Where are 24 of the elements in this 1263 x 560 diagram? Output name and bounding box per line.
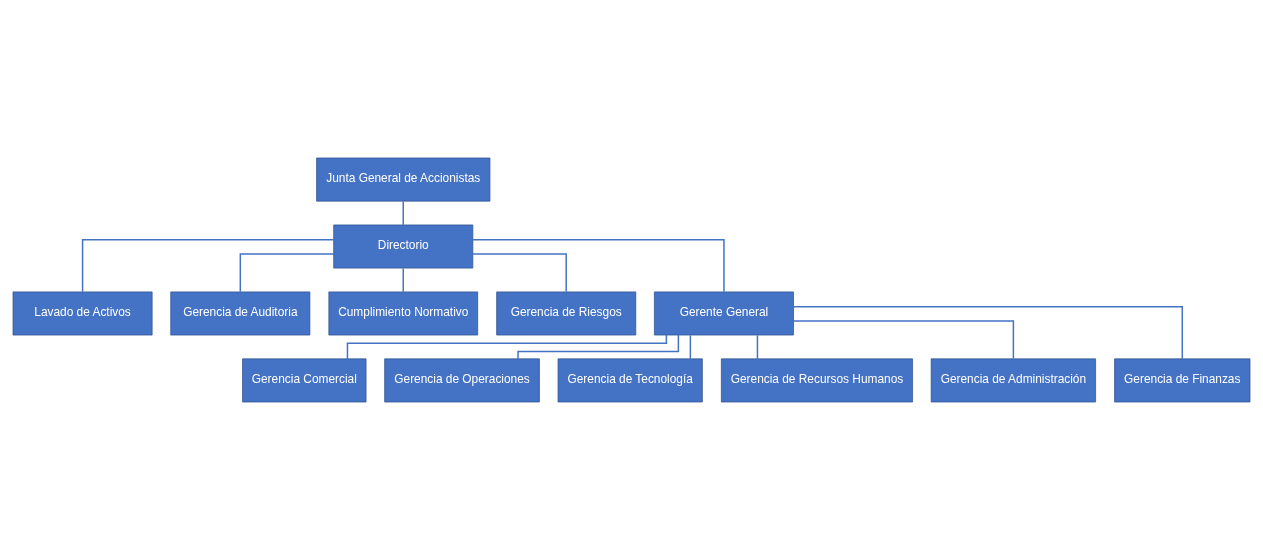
connector xyxy=(689,334,692,360)
connector xyxy=(402,200,404,226)
connector xyxy=(792,306,1184,360)
node-box: Directorio xyxy=(333,224,474,269)
node-box: Gerencia de Tecnología xyxy=(557,358,703,403)
node-box: Gerencia de Administración xyxy=(930,358,1096,403)
node-box: Gerencia de Recursos Humanos xyxy=(720,358,913,403)
node-box: Junta General de Accionistas xyxy=(316,157,491,202)
node-box: Gerente General xyxy=(654,291,794,336)
node-box: Gerencia de Riesgos xyxy=(496,291,637,336)
node-box: Gerencia de Auditoria xyxy=(170,291,311,336)
connector xyxy=(472,239,725,293)
connector xyxy=(756,334,759,360)
node-box: Gerencia de Finanzas xyxy=(1114,358,1251,403)
connector xyxy=(517,334,680,360)
connector xyxy=(81,239,335,293)
node-box: Gerencia de Operaciones xyxy=(384,358,540,403)
node-box: Cumplimiento Normativo xyxy=(328,291,479,336)
connector xyxy=(239,253,335,293)
connector xyxy=(792,320,1015,360)
connector xyxy=(402,267,404,293)
connector xyxy=(472,253,567,293)
node-box: Lavado de Activos xyxy=(12,291,153,336)
node-box: Gerencia Comercial xyxy=(242,358,367,403)
